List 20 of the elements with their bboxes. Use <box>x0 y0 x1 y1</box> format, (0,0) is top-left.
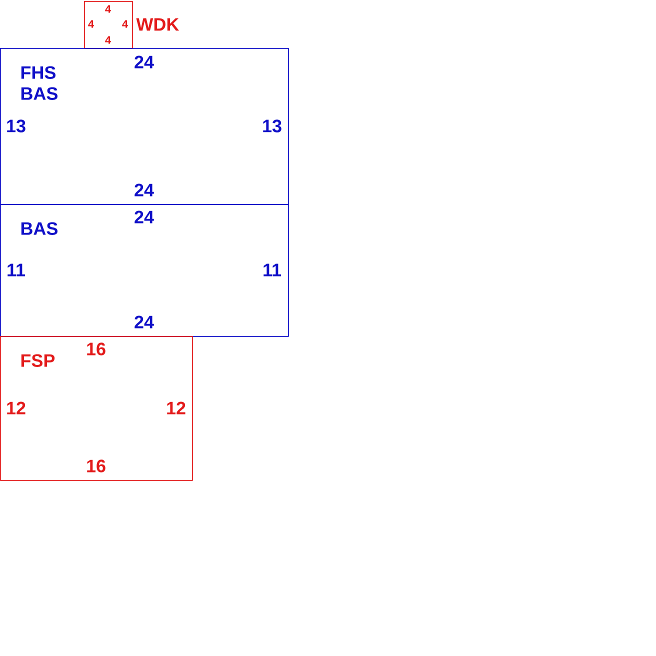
room-label: FHS BAS <box>21 66 58 100</box>
dimension-label: 4 <box>122 20 128 28</box>
dimension-label: 16 <box>87 342 106 356</box>
dimension-label: 4 <box>88 20 94 28</box>
room-label: BAS <box>21 222 58 235</box>
dimension-label: 11 <box>264 264 282 276</box>
dimension-label: 24 <box>134 56 154 68</box>
dimension-label: 12 <box>167 402 186 414</box>
dimension-label: 4 <box>105 36 111 44</box>
room-label: WDK <box>136 18 180 31</box>
dimension-label: 24 <box>134 184 154 196</box>
dimension-label: 16 <box>87 460 106 472</box>
dimension-label: 13 <box>7 120 26 132</box>
dimension-label: 24 <box>134 210 154 224</box>
dimension-label: 24 <box>134 316 154 328</box>
room-label: FSP <box>21 354 55 367</box>
dimension-label: 4 <box>105 5 111 13</box>
dimension-label: 12 <box>7 402 26 414</box>
dimension-label: 11 <box>8 264 26 276</box>
dimension-label: 13 <box>263 120 282 132</box>
